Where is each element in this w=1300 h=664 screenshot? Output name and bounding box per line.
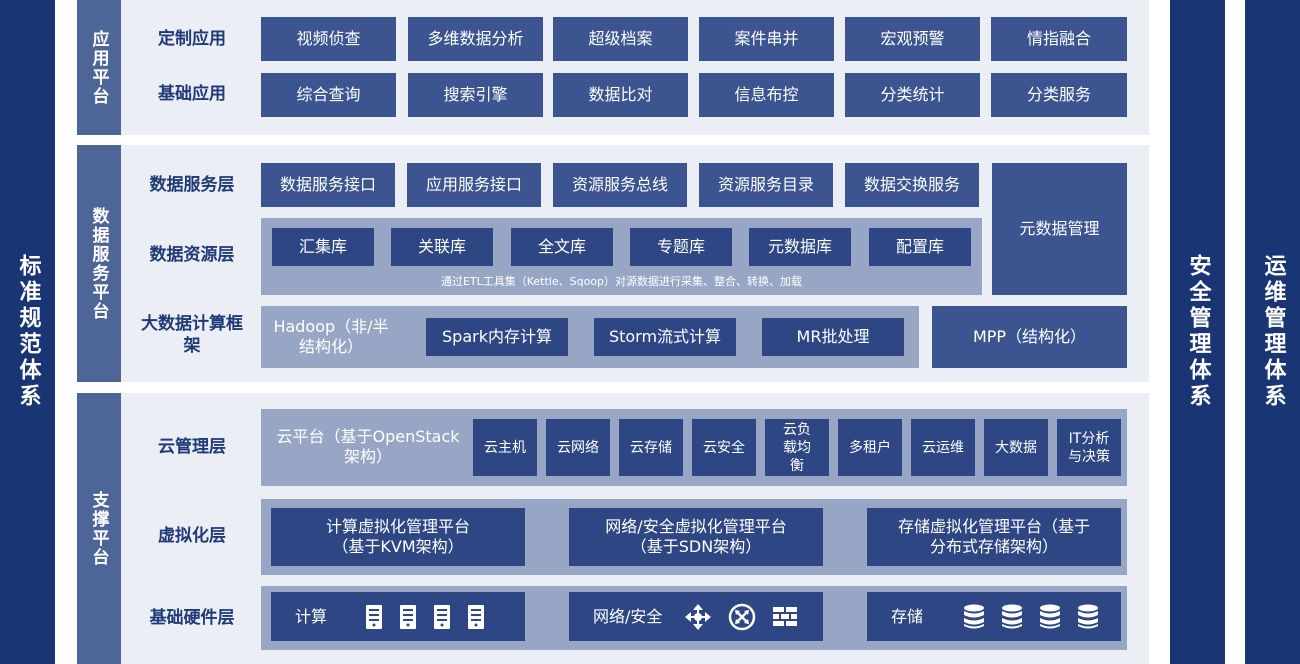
- row-label-virtualization: 虚拟化层: [158, 526, 226, 546]
- row-label-cloud-management: 云管理层: [158, 437, 226, 457]
- resource-box[interactable]: 汇集库: [272, 228, 374, 266]
- support-panel: 支撑平台 云管理层 云平台（基于OpenStack架构） 云主机 云网络 云存储…: [77, 393, 1149, 664]
- hardware-storage-label: 存储: [891, 606, 924, 626]
- hardware-compute-label: 计算: [295, 606, 328, 626]
- cloud-service-box[interactable]: 云运维: [911, 419, 975, 476]
- storage-icons: [963, 604, 1099, 630]
- compute-box[interactable]: MR批处理: [762, 318, 904, 356]
- mpp-box[interactable]: MPP（结构化）: [932, 306, 1127, 368]
- app-platform-tag-text: 应用平台: [88, 29, 109, 106]
- resource-box[interactable]: 关联库: [391, 228, 493, 266]
- virtualization-box[interactable]: 网络/安全虚拟化管理平台（基于SDN架构）: [569, 508, 823, 566]
- server-icon: [365, 604, 383, 630]
- data-service-panel: 数据服务平台 数据服务层 数据服务接口 应用服务接口 资源服务总线 资源服务目录…: [77, 145, 1149, 382]
- move-arrows-icon: [684, 603, 712, 631]
- standards-title: 标准规范体系: [15, 254, 41, 410]
- router-icon: [728, 603, 756, 631]
- app-box[interactable]: 超级档案: [553, 17, 688, 61]
- hardware-band: 计算 网络/安全 存储: [261, 586, 1127, 650]
- security-bar: 安全管理体系: [1170, 0, 1225, 664]
- app-box[interactable]: 分类统计: [845, 73, 980, 117]
- service-box[interactable]: 数据交换服务: [845, 163, 979, 207]
- cloud-service-box[interactable]: 云主机: [473, 419, 537, 476]
- app-box[interactable]: 搜索引擎: [408, 73, 543, 117]
- database-icon: [1039, 604, 1061, 630]
- app-platform-tag: 应用平台: [77, 0, 121, 135]
- cloud-service-box[interactable]: 云网络: [546, 419, 610, 476]
- support-tag-text: 支撑平台: [88, 490, 109, 567]
- cloud-service-box[interactable]: IT分析与决策: [1057, 419, 1121, 476]
- app-box[interactable]: 多维数据分析: [408, 17, 543, 61]
- app-box[interactable]: 案件串并: [699, 17, 834, 61]
- resource-box[interactable]: 元数据库: [749, 228, 851, 266]
- row-label-data-service: 数据服务层: [149, 175, 235, 195]
- resource-box[interactable]: 专题库: [630, 228, 732, 266]
- app-box[interactable]: 宏观预警: [845, 17, 980, 61]
- row-label-custom-apps: 定制应用: [158, 29, 226, 49]
- data-service-tag-text: 数据服务平台: [88, 206, 109, 321]
- security-title: 安全管理体系: [1185, 254, 1211, 410]
- hadoop-band: Hadoop（非/半结构化） Spark内存计算 Storm流式计算 MR批处理: [261, 306, 919, 368]
- virtualization-box[interactable]: 计算虚拟化管理平台（基于KVM架构）: [271, 508, 525, 566]
- support-tag: 支撑平台: [77, 393, 121, 664]
- cloud-service-box[interactable]: 云安全: [692, 419, 756, 476]
- etl-note: 通过ETL工具集（Kettle、Sqoop）对源数据进行采集、整合、转换、加载: [440, 275, 803, 288]
- server-icon: [467, 604, 485, 630]
- service-box[interactable]: 应用服务接口: [407, 163, 541, 207]
- metadata-management-box[interactable]: 元数据管理: [992, 163, 1127, 295]
- hardware-network-box[interactable]: 网络/安全: [569, 592, 823, 641]
- service-box[interactable]: 数据服务接口: [261, 163, 395, 207]
- hardware-network-label: 网络/安全: [593, 606, 663, 626]
- resource-box[interactable]: 全文库: [511, 228, 613, 266]
- app-box[interactable]: 信息布控: [699, 73, 834, 117]
- app-platform-panel: 应用平台 定制应用 基础应用 视频侦查 多维数据分析 超级档案 案件串并 宏观预…: [77, 0, 1149, 135]
- database-icon: [1077, 604, 1099, 630]
- app-box[interactable]: 综合查询: [261, 73, 396, 117]
- virtualization-box[interactable]: 存储虚拟化管理平台（基于分布式存储架构）: [867, 508, 1121, 566]
- database-icon: [1001, 604, 1023, 630]
- network-icons: [684, 603, 798, 631]
- cloud-service-box[interactable]: 云负载均衡: [765, 419, 829, 476]
- database-icon: [963, 604, 985, 630]
- firewall-icon: [772, 606, 798, 628]
- cloud-service-box[interactable]: 多租户: [838, 419, 902, 476]
- cloud-service-box[interactable]: 大数据: [984, 419, 1048, 476]
- app-box[interactable]: 情指融合: [991, 17, 1127, 61]
- hardware-storage-box[interactable]: 存储: [867, 592, 1121, 641]
- app-box[interactable]: 分类服务: [991, 73, 1127, 117]
- ops-bar: 运维管理体系: [1245, 0, 1300, 664]
- virtualization-band: 计算虚拟化管理平台（基于KVM架构） 网络/安全虚拟化管理平台（基于SDN架构）…: [261, 499, 1127, 575]
- data-service-tag: 数据服务平台: [77, 145, 121, 382]
- cloud-platform-label: 云平台（基于OpenStack架构）: [276, 427, 460, 466]
- hadoop-label: Hadoop（非/半结构化）: [273, 317, 389, 356]
- cloud-service-box[interactable]: 云存储: [619, 419, 683, 476]
- service-box[interactable]: 资源服务总线: [553, 163, 687, 207]
- compute-box[interactable]: Spark内存计算: [426, 318, 568, 356]
- row-label-basic-apps: 基础应用: [158, 84, 226, 104]
- service-box[interactable]: 资源服务目录: [699, 163, 833, 207]
- row-label-compute-framework: 大数据计算框架: [141, 314, 243, 356]
- row-label-hardware: 基础硬件层: [149, 608, 235, 628]
- server-icon: [433, 604, 451, 630]
- resource-band: 汇集库 关联库 全文库 专题库 元数据库 配置库 通过ETL工具集（Kettle…: [261, 218, 982, 295]
- app-box[interactable]: 视频侦查: [261, 17, 396, 61]
- row-label-data-resource: 数据资源层: [149, 245, 235, 265]
- compute-box[interactable]: Storm流式计算: [594, 318, 736, 356]
- standards-bar: 标准规范体系: [0, 0, 55, 664]
- server-icon: [399, 604, 417, 630]
- cloud-band: 云平台（基于OpenStack架构） 云主机 云网络 云存储 云安全 云负载均衡…: [261, 409, 1127, 486]
- app-box[interactable]: 数据比对: [553, 73, 688, 117]
- hardware-compute-box[interactable]: 计算: [271, 592, 525, 641]
- ops-title: 运维管理体系: [1260, 254, 1286, 410]
- compute-icons: [365, 604, 485, 630]
- resource-box[interactable]: 配置库: [869, 228, 971, 266]
